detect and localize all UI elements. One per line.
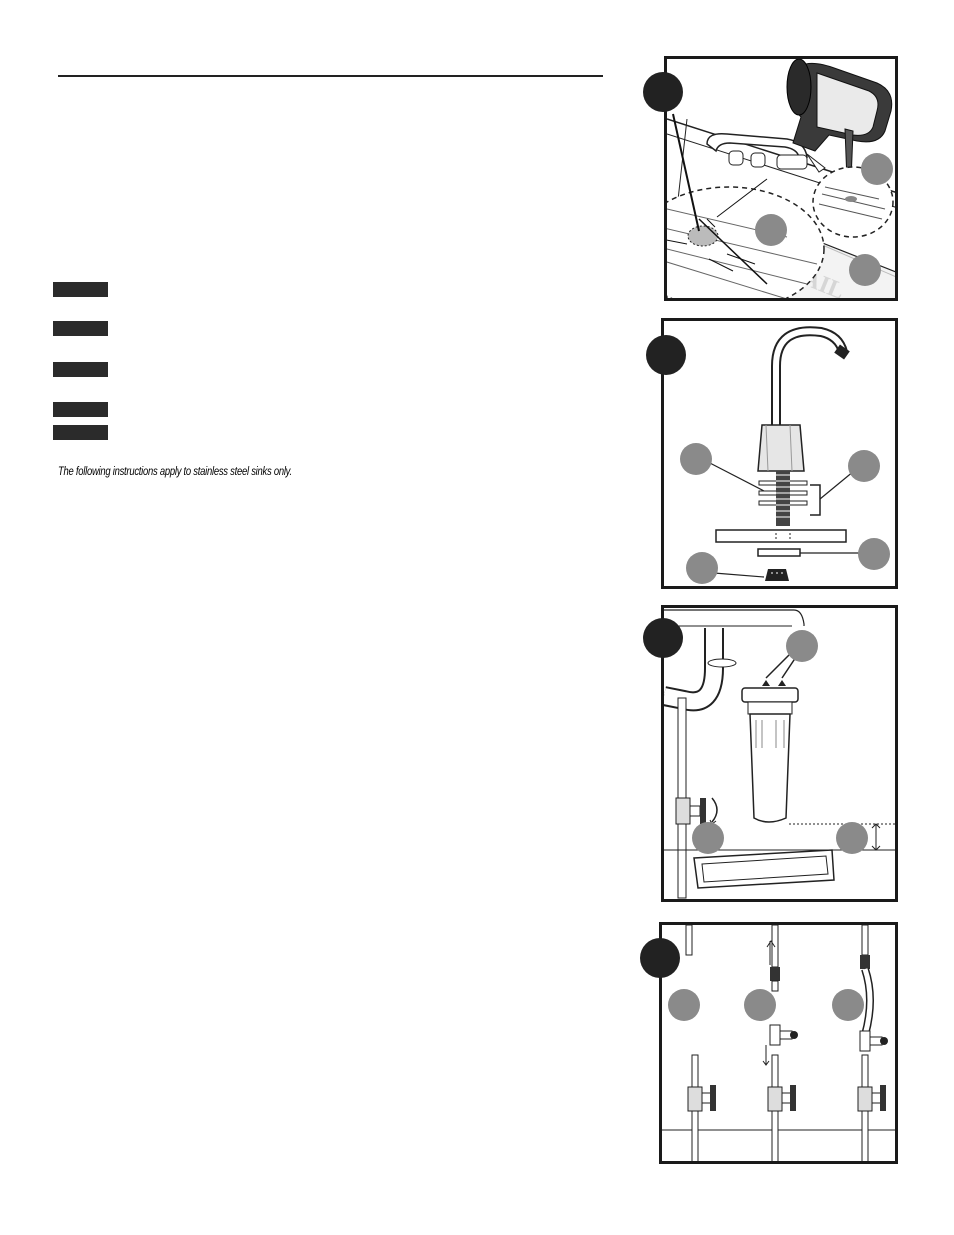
callout-circle bbox=[861, 153, 893, 185]
callout-circle bbox=[849, 254, 881, 286]
drill-illustration: DAIL bbox=[667, 59, 895, 298]
callout-circle bbox=[668, 989, 700, 1021]
figure-panel-faucet bbox=[661, 318, 898, 589]
callout-circle bbox=[832, 989, 864, 1021]
stainless-note: The following instructions apply to stai… bbox=[58, 466, 292, 478]
callout-circle bbox=[858, 538, 890, 570]
callout-circle bbox=[744, 989, 776, 1021]
label-tag-1 bbox=[53, 282, 108, 297]
callout-circle bbox=[680, 443, 712, 475]
faucet-illustration bbox=[680, 326, 890, 584]
callout-circle bbox=[848, 450, 880, 482]
valves-illustration bbox=[662, 925, 895, 1161]
label-tag-5 bbox=[53, 425, 108, 440]
figure-panel-filter bbox=[661, 605, 898, 902]
callout-circle bbox=[686, 552, 718, 584]
callout-circle bbox=[836, 822, 868, 854]
figure-panel-drill: DAIL bbox=[664, 56, 898, 301]
label-tag-4 bbox=[53, 402, 108, 417]
figure-panel-valves bbox=[659, 922, 898, 1164]
step-marker-1 bbox=[643, 72, 683, 112]
step-marker-4 bbox=[640, 938, 680, 978]
filter-illustration bbox=[664, 609, 895, 899]
header-rule bbox=[58, 75, 603, 77]
step-marker-2 bbox=[646, 335, 686, 375]
callout-circle bbox=[755, 214, 787, 246]
label-tag-3 bbox=[53, 362, 108, 377]
label-tag-2 bbox=[53, 321, 108, 336]
step-marker-3 bbox=[643, 618, 683, 658]
callout-circle bbox=[786, 630, 818, 662]
callout-circle bbox=[692, 822, 724, 854]
